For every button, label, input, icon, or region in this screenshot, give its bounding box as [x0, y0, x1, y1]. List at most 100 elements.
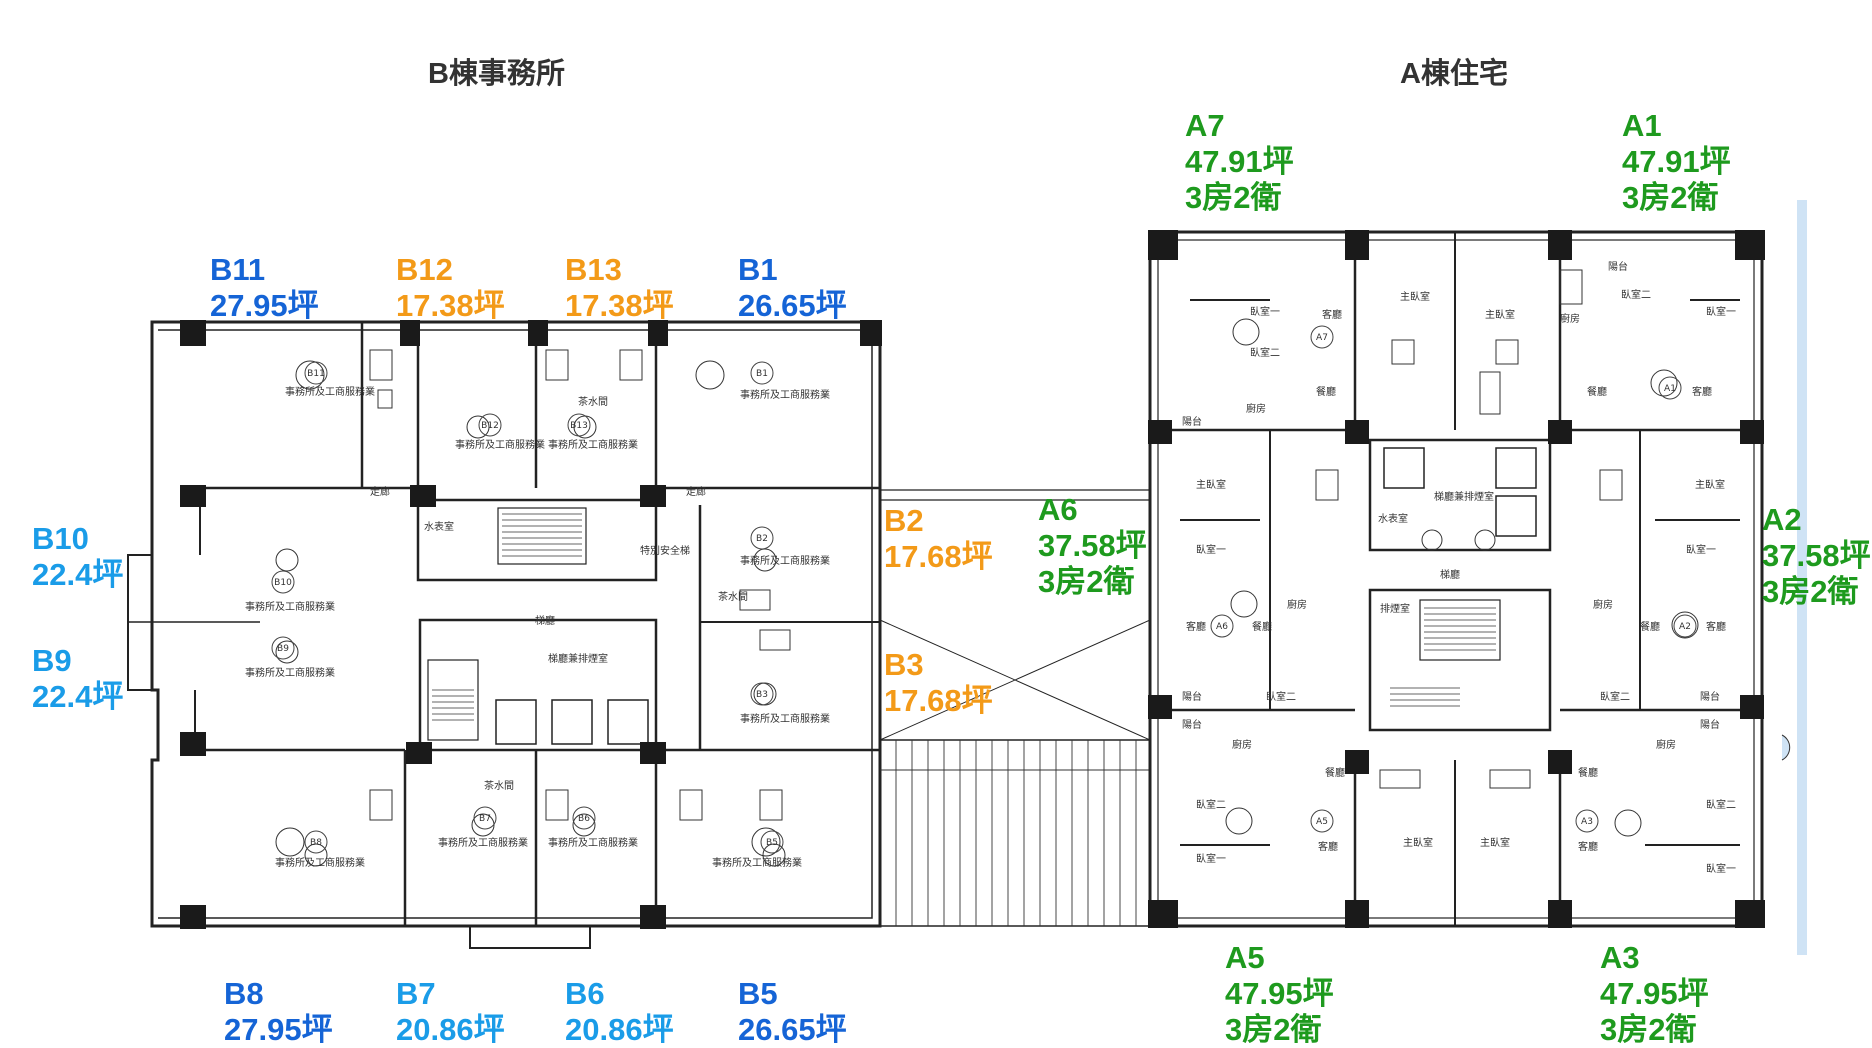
unit-rooms: 3房2衛	[1185, 180, 1282, 215]
unit-label-b9: B9 22.4坪	[32, 643, 123, 715]
unit-name: B13	[565, 252, 622, 287]
unit-label-b1: B1 26.65坪	[738, 252, 847, 324]
unit-name: A1	[1622, 108, 1662, 143]
unit-name: B3	[884, 647, 924, 682]
a1-dining-text: 餐廳	[1587, 385, 1607, 398]
unit-name: A5	[1225, 940, 1265, 975]
a7-kitchen-text: 廚房	[1246, 402, 1266, 415]
office-building-title: B棟事務所	[428, 58, 565, 90]
a7-balcony-text: 陽台	[1182, 415, 1202, 428]
room-labels: 事務所及工商服務業 事務所及工商服務業 事務所及工商服務業 事務所及工商服務業 …	[245, 260, 1736, 875]
a-lobby-smoke-text: 梯廳兼排煙室	[1434, 490, 1494, 503]
tag-b11: B11	[307, 369, 325, 379]
unit-label-a2: A2 37.58坪 3房2衛	[1762, 502, 1871, 610]
a5-balcony-text: 陽台	[1182, 718, 1202, 731]
a-smoke-room-text: 排煙室	[1380, 602, 1410, 615]
a6-balcony-text: 陽台	[1182, 690, 1202, 703]
b3-use-text: 事務所及工商服務業	[740, 712, 830, 725]
unit-label-b12: B12 17.38坪	[396, 252, 505, 324]
unit-area: 22.4坪	[32, 679, 124, 714]
a7-dining-text: 餐廳	[1316, 385, 1336, 398]
unit-area: 47.95坪	[1600, 976, 1709, 1011]
a5-kitchen-text: 廚房	[1232, 738, 1252, 751]
tag-b9: B9	[277, 644, 289, 654]
b-lobby-smoke-text: 梯廳兼排煙室	[548, 652, 608, 665]
a6-kitchen-text: 廚房	[1287, 598, 1307, 611]
a2-living-text: 客廳	[1706, 620, 1726, 633]
a6-dining-text: 餐廳	[1252, 620, 1272, 633]
b7-tea-text: 茶水間	[484, 779, 514, 792]
tag-a6: A6	[1216, 622, 1228, 632]
unit-area: 17.68坪	[884, 683, 993, 718]
b2-tea-text: 茶水間	[718, 590, 748, 603]
b11-use-text: 事務所及工商服務業	[285, 385, 375, 398]
a3-living-text: 客廳	[1578, 840, 1598, 853]
unit-label-a1: A1 47.91坪 3房2衛	[1622, 108, 1731, 216]
b13-use-text: 事務所及工商服務業	[548, 438, 638, 451]
unit-area: 47.91坪	[1622, 144, 1731, 179]
unit-label-b10: B10 22.4坪	[32, 521, 123, 593]
unit-rooms: 3房2衛	[1225, 1012, 1322, 1047]
unit-rooms: 3房2衛	[1600, 1012, 1697, 1047]
a2-balcony-text: 陽台	[1700, 690, 1720, 703]
unit-area: 17.38坪	[396, 288, 505, 323]
connector-bridge	[879, 489, 1151, 927]
a3-balcony-text: 陽台	[1700, 718, 1720, 731]
unit-area: 47.95坪	[1225, 976, 1334, 1011]
b2-use-text: 事務所及工商服務業	[740, 554, 830, 567]
a-lobby-text: 梯廳	[1440, 568, 1460, 581]
b8-use-text: 事務所及工商服務業	[275, 856, 365, 869]
unit-name: B11	[210, 252, 266, 287]
unit-area: 20.86坪	[565, 1012, 674, 1047]
b-stair-text: 特別安全梯	[640, 544, 690, 557]
unit-area: 17.68坪	[884, 539, 993, 574]
unit-name: A3	[1600, 940, 1640, 975]
a3-bed2-text: 臥室二	[1706, 798, 1736, 811]
unit-name: A7	[1185, 108, 1225, 143]
b10-use-text: 事務所及工商服務業	[245, 600, 335, 613]
unit-area: 26.65坪	[738, 288, 847, 323]
tag-a2: A2	[1679, 622, 1691, 632]
unit-name: B2	[884, 503, 924, 538]
a5-living-text: 客廳	[1318, 840, 1338, 853]
unit-label-a7: A7 47.91坪 3房2衛	[1185, 108, 1294, 216]
unit-area: 22.4坪	[32, 557, 124, 592]
a2-dining-text: 餐廳	[1640, 620, 1660, 633]
a-building-plan	[1148, 200, 1807, 955]
b1-use-text: 事務所及工商服務業	[740, 388, 830, 401]
a1-living-text: 客廳	[1692, 385, 1712, 398]
b9-use-text: 事務所及工商服務業	[245, 666, 335, 679]
a6-master-text: 主臥室	[1196, 478, 1226, 491]
unit-area: 37.58坪	[1038, 528, 1147, 563]
tag-b10: B10	[274, 578, 292, 588]
unit-label-a6: A6 37.58坪 3房2衛	[1038, 492, 1147, 600]
unit-area: 27.95坪	[210, 288, 319, 323]
unit-name: A2	[1762, 502, 1802, 537]
unit-area: 26.65坪	[738, 1012, 847, 1047]
a2-bed2-text: 臥室二	[1600, 690, 1630, 703]
a1-kitchen-text: 廚房	[1560, 312, 1580, 325]
unit-label-b3: B3 17.68坪	[884, 647, 993, 719]
a7-bed2-text: 臥室二	[1250, 346, 1280, 359]
unit-name: B12	[396, 252, 453, 287]
tag-b5: B5	[766, 838, 778, 848]
unit-rooms: 3房2衛	[1038, 564, 1135, 599]
a1-bed2-text: 臥室二	[1621, 288, 1651, 301]
a1-master-text: 主臥室	[1485, 308, 1515, 321]
a6-bed2-text: 臥室二	[1266, 690, 1296, 703]
a6-living-text: 客廳	[1186, 620, 1206, 633]
unit-name: B10	[32, 521, 89, 556]
unit-label-a5: A5 47.95坪 3房2衛	[1225, 940, 1334, 1048]
b12-use-text: 事務所及工商服務業	[455, 438, 545, 451]
a7-bed1-text: 臥室一	[1250, 305, 1280, 318]
unit-area: 27.95坪	[224, 1012, 333, 1047]
unit-name: B1	[738, 252, 778, 287]
a1-balcony-text: 陽台	[1608, 260, 1628, 273]
b-corridor-right-text: 走廊	[686, 485, 706, 498]
tag-a7: A7	[1316, 333, 1328, 343]
a3-bed1-text: 臥室一	[1706, 862, 1736, 875]
residence-building-title: A棟住宅	[1400, 58, 1508, 90]
a7-living-text: 客廳	[1322, 308, 1342, 321]
unit-tag-text: B11 B12 B13 B1 B2 B3 B10 B9 B8 B7 B6 B5 …	[274, 333, 1691, 848]
a5-dining-text: 餐廳	[1325, 766, 1345, 779]
